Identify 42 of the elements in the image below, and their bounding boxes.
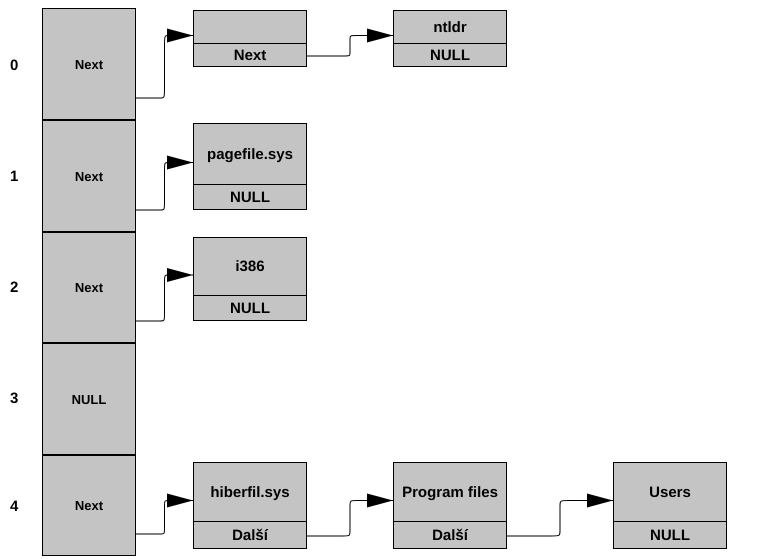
node-name: Users — [649, 484, 691, 500]
row-index: 4 — [10, 498, 18, 515]
hash-bucket-cell — [42, 343, 136, 455]
row-index: 0 — [10, 57, 18, 74]
hash-bucket-cell — [42, 455, 136, 556]
pointer-text: NULL — [230, 188, 270, 206]
arrow — [136, 268, 194, 322]
list-node-box — [393, 462, 507, 549]
hash-bucket-cell — [42, 8, 136, 120]
pointer-text: Next — [74, 168, 104, 184]
pointer-text: Next — [234, 46, 266, 64]
list-node-box — [193, 123, 307, 210]
arrow — [306, 28, 394, 56]
list-node-box — [193, 462, 307, 549]
node-name: hiberfil.sys — [210, 484, 290, 500]
pointer-text: NULL — [72, 392, 106, 406]
pointer-text: Next — [74, 498, 104, 513]
arrow — [136, 494, 194, 534]
pointer-text: NULL — [430, 46, 470, 64]
node-name: ntldr — [433, 18, 467, 36]
arrow — [136, 156, 194, 210]
row-index: 1 — [10, 168, 18, 185]
list-node-box — [193, 237, 307, 321]
list-node-box — [393, 10, 507, 67]
hash-bucket-cell — [42, 120, 136, 232]
arrow — [136, 28, 194, 98]
hash-bucket-cell — [42, 232, 136, 343]
pointer-text: NULL — [230, 300, 270, 316]
pointer-text: NULL — [650, 526, 690, 544]
pointer-text: Next — [74, 56, 104, 72]
pointer-text: Next — [74, 280, 104, 295]
pointer-text: Další — [432, 526, 468, 544]
arrow — [506, 494, 614, 536]
row-index: 2 — [10, 279, 18, 296]
list-node-box — [613, 462, 727, 549]
node-name: pagefile.sys — [207, 146, 293, 162]
row-index: 3 — [10, 390, 18, 407]
list-node-box — [193, 10, 307, 67]
node-name: Program files — [402, 484, 498, 500]
node-name: i386 — [235, 258, 265, 275]
arrow — [306, 494, 394, 536]
pointer-text: Další — [232, 526, 268, 544]
